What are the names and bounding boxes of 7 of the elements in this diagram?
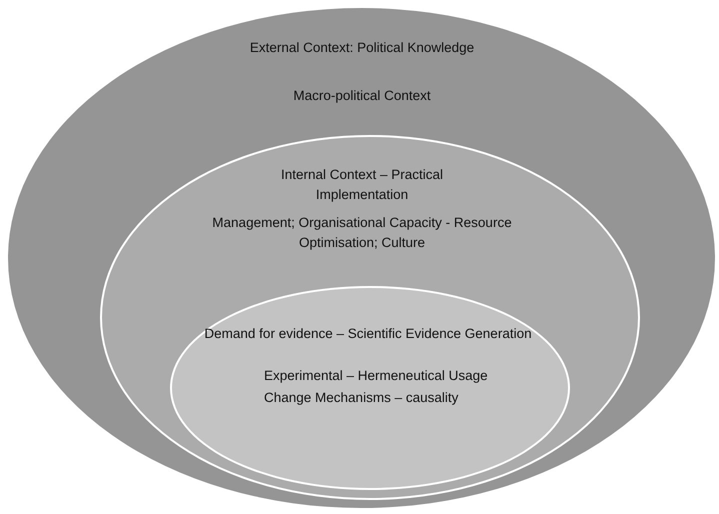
region-label: Internal Context – Practical Implementation bbox=[280, 166, 444, 204]
region-label: Macro-political Context bbox=[292, 87, 432, 105]
region-label: Experimental – Hermeneutical Usage bbox=[264, 367, 489, 385]
region-label: Demand for evidence – Scientific Evidence Generation bbox=[203, 325, 533, 343]
region-label: External Context: Political Knowledge bbox=[248, 39, 476, 57]
region-label: Change Mechanisms – causality bbox=[264, 389, 460, 407]
region-label: Management; Organisational Capacity - Resource Optimisation; Culture bbox=[212, 214, 512, 252]
